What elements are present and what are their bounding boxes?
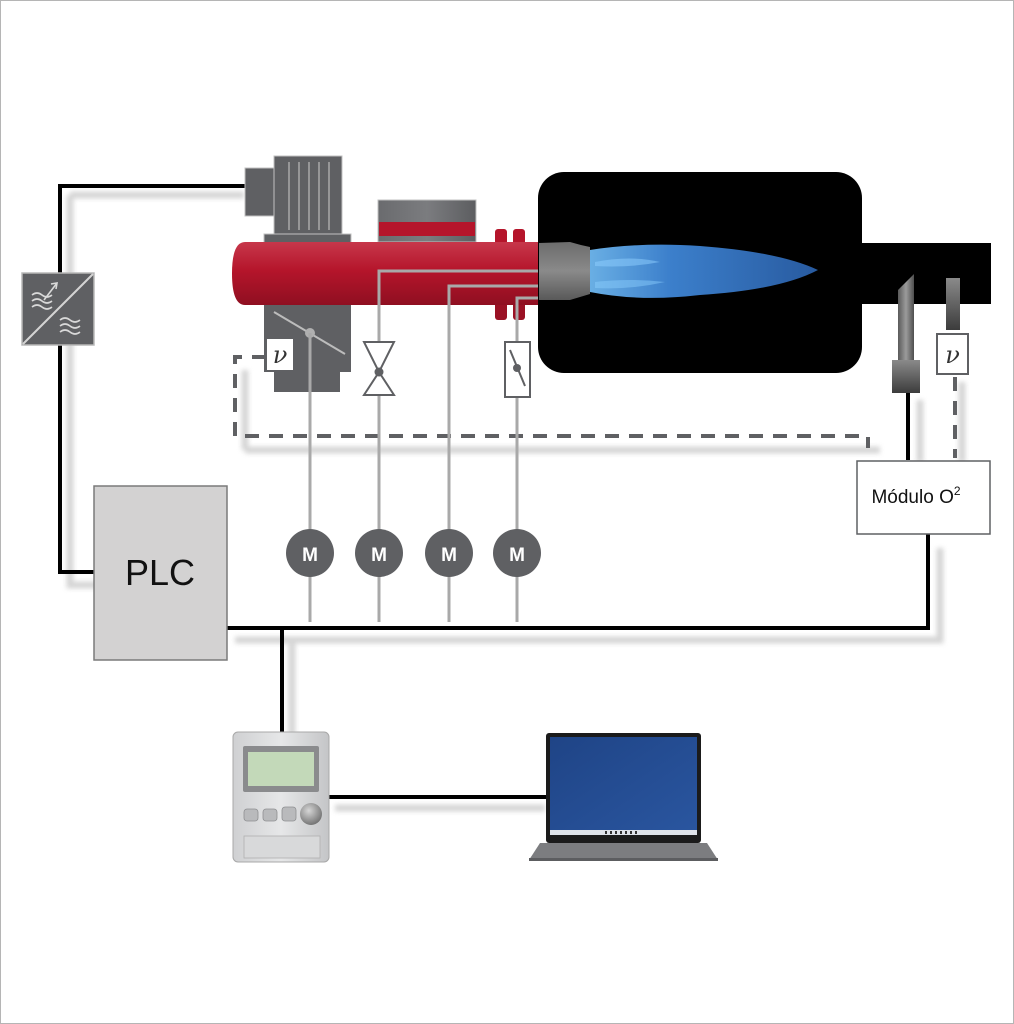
ac-wave-icon (31, 282, 81, 335)
motor-label: M (371, 545, 387, 566)
flow-symbol: ν (273, 341, 288, 369)
motor-label: M (509, 545, 525, 566)
motor-butterfly-valve[interactable]: M (493, 529, 541, 577)
butterfly-valve[interactable] (504, 341, 531, 398)
panel-knob[interactable] (300, 803, 322, 825)
laptop-keyboard-base (529, 843, 718, 860)
burner-nozzle (539, 242, 590, 300)
o2-probe[interactable] (892, 274, 920, 393)
svg-text:Módulo O2: Módulo O2 (871, 484, 960, 508)
o2-module[interactable]: Módulo O2 (856, 460, 991, 535)
wire-plc-bus (227, 534, 930, 630)
wire-plc-to-inverter (58, 184, 246, 574)
frequency-inverter[interactable] (21, 272, 95, 346)
flow-symbol: ν (945, 341, 960, 369)
flue-pipe (850, 243, 991, 304)
motor-gas-valve[interactable]: M (355, 529, 403, 577)
flow-feedback-dashed-line (233, 355, 957, 458)
plc-label: PLC (125, 552, 195, 593)
o2-module-label: Módulo O (871, 487, 953, 508)
motor-burner-head[interactable]: M (425, 529, 473, 577)
fan-motor[interactable] (244, 155, 352, 247)
motor-label: M (302, 545, 318, 566)
motor-air-damper[interactable]: M (286, 529, 334, 577)
air-flow-sensor[interactable]: ν (265, 337, 295, 372)
operator-panel[interactable] (232, 731, 330, 863)
gas-valve[interactable] (362, 341, 396, 396)
laptop[interactable] (529, 733, 718, 861)
o2-superscript: 2 (954, 484, 961, 498)
panel-buttons[interactable] (243, 806, 297, 822)
plc[interactable]: PLC (93, 485, 228, 661)
flue-flow-sensor[interactable]: ν (936, 278, 969, 375)
gas-ramp[interactable] (377, 199, 477, 243)
laptop-screen (550, 737, 697, 835)
control-wiring (58, 184, 930, 799)
motor-label: M (441, 545, 457, 566)
flame (590, 244, 818, 298)
actuator-linkages (308, 269, 540, 622)
